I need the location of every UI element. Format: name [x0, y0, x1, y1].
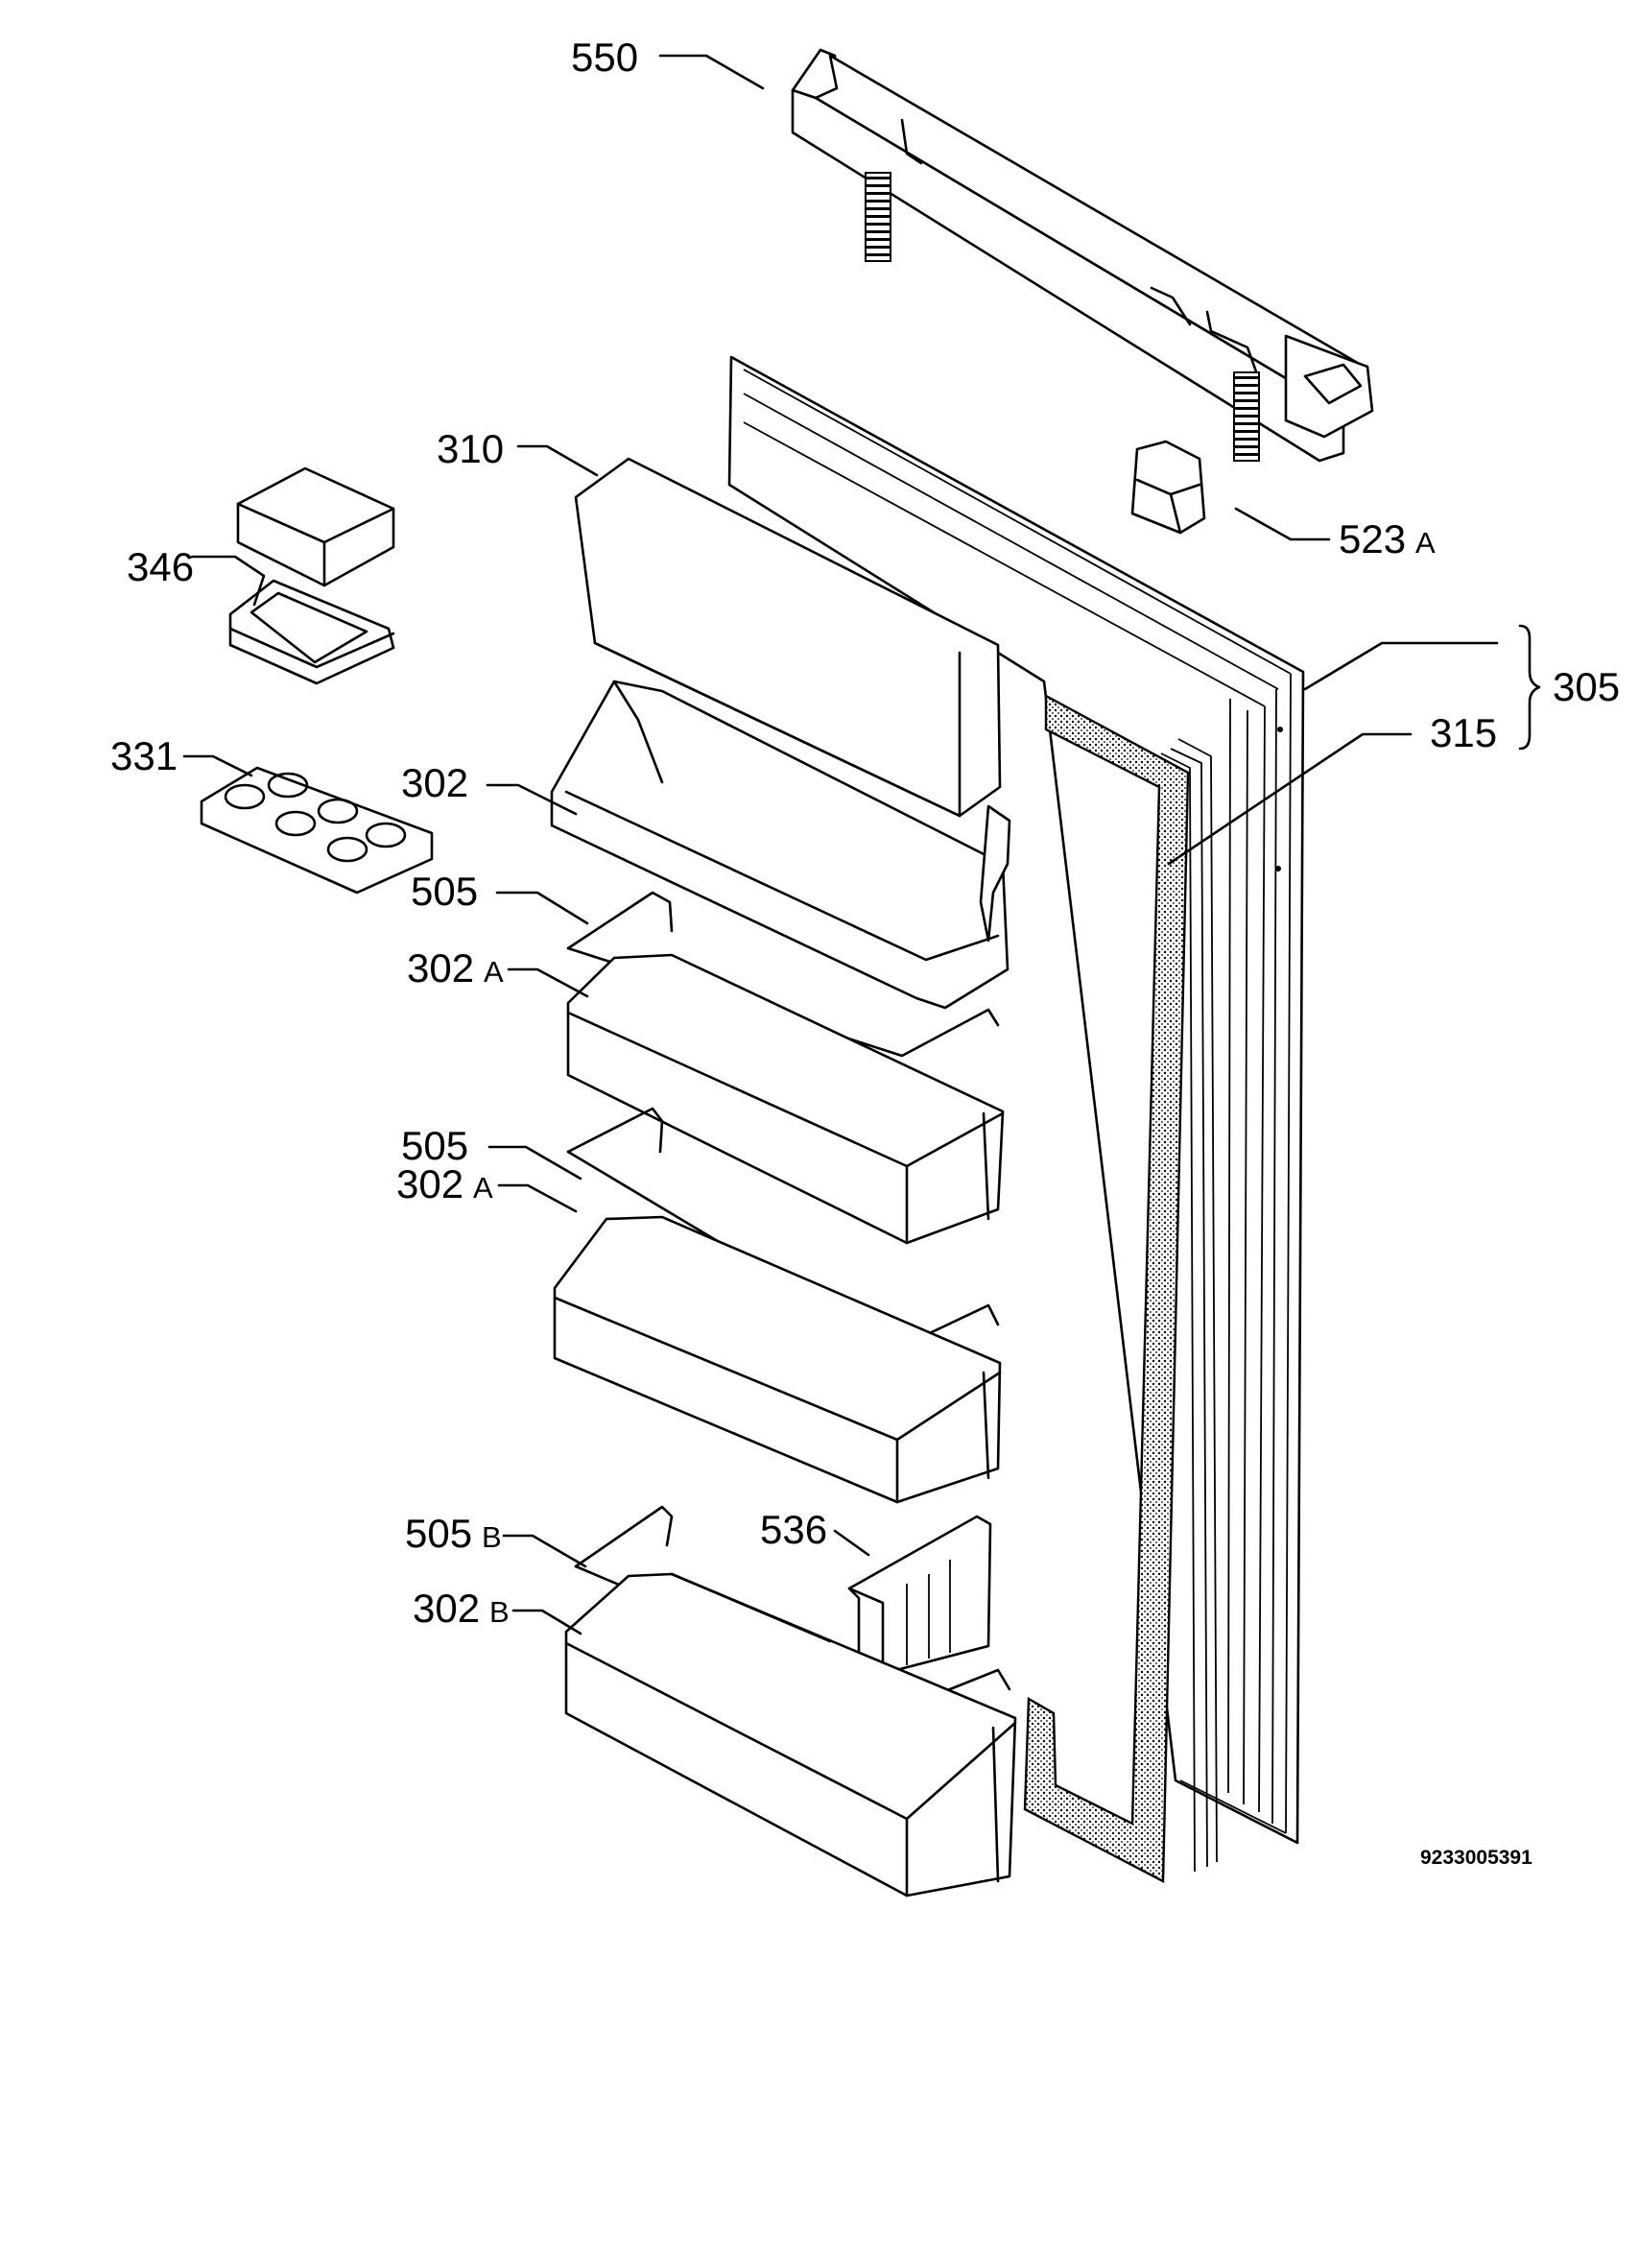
drawing-number: 9233005391 — [1420, 1847, 1532, 1869]
leader-550 — [658, 54, 765, 90]
leader-523a — [1234, 507, 1331, 541]
leader-536 — [833, 1529, 870, 1557]
label-505-2: 505 — [401, 1123, 468, 1168]
part-331-egg-tray — [200, 766, 434, 895]
part-302b-shelf — [564, 1572, 1017, 1898]
leader-302a2 — [497, 1183, 578, 1213]
leader-302 — [486, 783, 578, 816]
part-523a-block — [1130, 440, 1206, 535]
leader-302B — [511, 1609, 582, 1635]
label-505b: 505 — [405, 1511, 472, 1556]
label-302b-suffix: B — [489, 1595, 510, 1629]
leader-305 — [1303, 641, 1499, 691]
label-505-1: 505 — [411, 869, 478, 914]
part-302a-shelf-2 — [553, 1215, 1002, 1504]
part-labels: 550 310 346 523 A 305 315 331 302 505 30… — [110, 35, 1620, 1869]
label-310: 310 — [437, 426, 504, 471]
label-302a-2: 302 — [396, 1161, 463, 1206]
part-346-box — [228, 466, 395, 685]
label-302a-1: 302 — [407, 945, 474, 991]
leader-310 — [516, 444, 599, 477]
leader-505b — [487, 1145, 582, 1181]
part-315-gasket — [1023, 693, 1218, 1883]
leader-505B — [502, 1534, 587, 1568]
part-302a-shelf-1 — [566, 953, 1005, 1245]
label-331: 331 — [110, 733, 178, 778]
label-302a-2-suffix: A — [473, 1171, 493, 1205]
leader-505a — [495, 891, 589, 925]
label-305: 305 — [1553, 664, 1620, 709]
label-523-suffix: A — [1415, 526, 1436, 560]
leader-302a1 — [507, 967, 589, 998]
part-536-divider — [847, 1515, 992, 1677]
label-302a-1-suffix: A — [484, 955, 504, 989]
label-315: 315 — [1430, 710, 1497, 755]
brace-305 — [1518, 624, 1541, 751]
part-302-shelf — [550, 680, 1011, 1010]
part-310-lid — [574, 457, 1002, 818]
leader-331 — [182, 754, 253, 777]
leader-346 — [190, 555, 266, 607]
label-523: 523 — [1339, 516, 1406, 561]
leader-315 — [1167, 732, 1413, 866]
leader-lines — [182, 54, 1541, 1635]
label-536: 536 — [760, 1507, 827, 1552]
part-550-top-bar — [791, 48, 1374, 463]
label-550: 550 — [571, 35, 638, 80]
label-346: 346 — [127, 544, 194, 589]
label-302: 302 — [401, 760, 468, 805]
label-505b-suffix: B — [482, 1520, 502, 1554]
label-302b: 302 — [413, 1586, 480, 1631]
